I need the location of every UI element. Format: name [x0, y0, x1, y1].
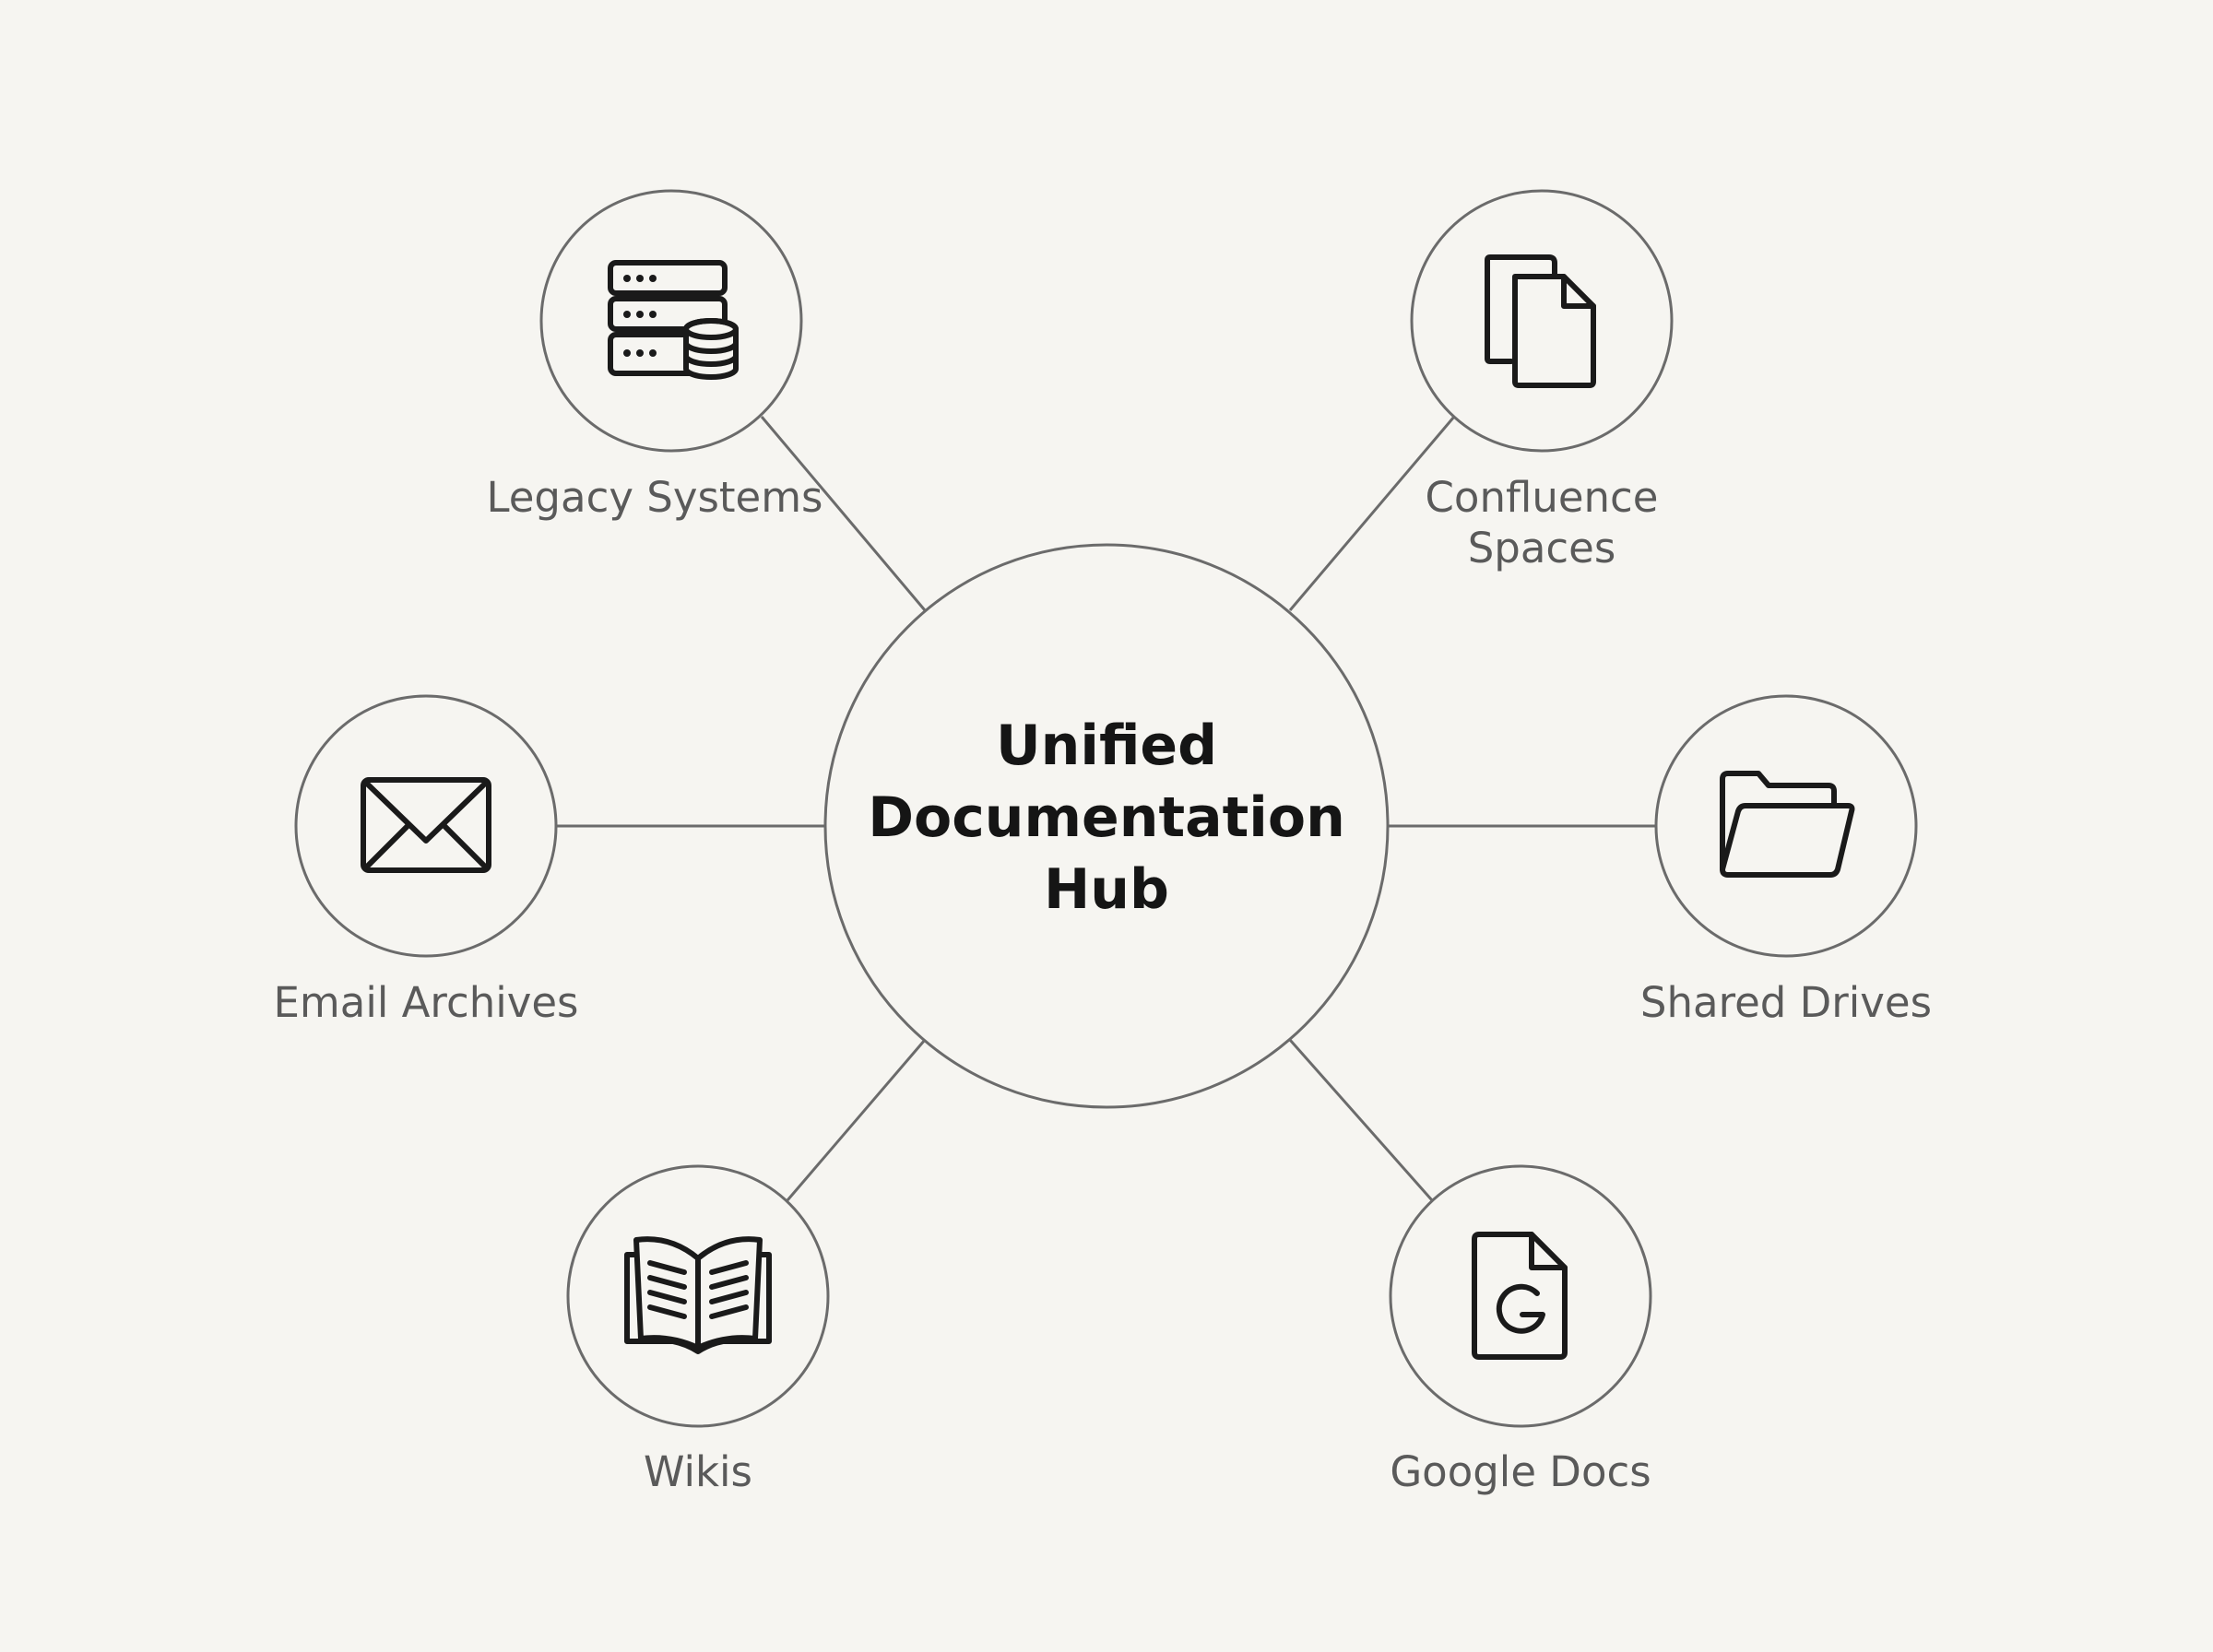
- connector-confluence-spaces: [1288, 416, 1456, 611]
- server-database-icon: [608, 260, 739, 380]
- label-shared-drives: Shared Drives: [1574, 977, 1998, 1028]
- label-google-docs-line-1: Google Docs: [1390, 1447, 1651, 1496]
- hub-circle: [823, 543, 1390, 1109]
- hub-title-line-2: Documentation: [868, 785, 1345, 850]
- label-legacy-systems-line-1: Legacy Systems: [486, 473, 823, 522]
- hub-title-line-1: Unified: [995, 714, 1218, 778]
- connector-legacy-systems: [760, 416, 927, 611]
- label-confluence-spaces-line-1: Confluence: [1425, 473, 1659, 522]
- google-doc-icon: [1472, 1232, 1568, 1360]
- node-circle-email-archives: [294, 694, 558, 958]
- label-shared-drives-line-1: Shared Drives: [1639, 978, 1933, 1027]
- folder-icon: [1720, 771, 1855, 878]
- envelope-icon: [361, 777, 491, 873]
- label-wikis-line-1: Wikis: [643, 1447, 752, 1496]
- label-google-docs: Google Docs: [1308, 1446, 1733, 1497]
- node-circle-legacy-systems: [539, 189, 803, 453]
- connector-google-docs: [1288, 1039, 1434, 1201]
- label-email-archives-line-1: Email Archives: [273, 978, 579, 1027]
- open-book-icon: [624, 1236, 772, 1354]
- documents-stack-icon: [1485, 254, 1596, 388]
- label-email-archives: Email Archives: [214, 977, 638, 1028]
- label-wikis: Wikis: [486, 1446, 910, 1497]
- hub-title: Unified Documentation Hub: [830, 710, 1383, 926]
- hub-title-line-3: Hub: [1044, 857, 1169, 922]
- label-legacy-systems: Legacy Systems: [443, 472, 867, 523]
- source-nodes: [294, 189, 1918, 1428]
- connector-wikis: [786, 1039, 927, 1201]
- label-confluence-spaces-line-2: Spaces: [1467, 524, 1616, 572]
- label-confluence-spaces: Confluence Spaces: [1330, 472, 1754, 573]
- connectors: [557, 416, 1656, 1201]
- node-circle-google-docs: [1389, 1164, 1652, 1428]
